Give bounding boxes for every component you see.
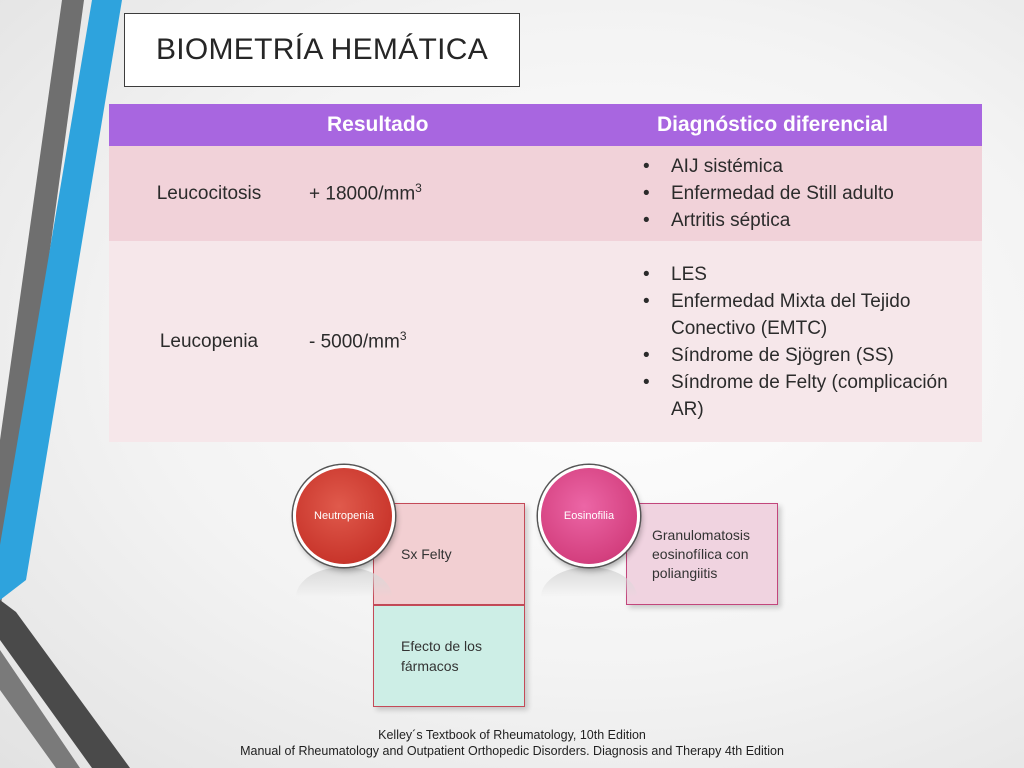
neutropenia-item-box: Sx Felty xyxy=(373,503,525,605)
eosinofilia-item-label: Granulomatosis eosinofílica con poliangi… xyxy=(652,526,751,581)
eosinofilia-item-box: Granulomatosis eosinofílica con poliangi… xyxy=(626,503,778,605)
value-superscript: 3 xyxy=(415,181,422,196)
list-item: Artritis séptica xyxy=(639,207,982,234)
table-row: Leucopenia - 5000/mm3 LES Enfermedad Mix… xyxy=(109,241,982,442)
differential-cell: AIJ sistémica Enfermedad de Still adulto… xyxy=(639,146,982,241)
table-row: Leucocitosis + 18000/mm3 AIJ sistémica E… xyxy=(109,146,982,241)
list-item: Enfermedad de Still adulto xyxy=(639,180,982,207)
differential-list: LES Enfermedad Mixta del Tejido Conectiv… xyxy=(639,261,982,423)
neutropenia-item-label: Efecto de los fármacos xyxy=(401,638,482,674)
differential-list: AIJ sistémica Enfermedad de Still adulto… xyxy=(639,153,982,234)
value-superscript: 3 xyxy=(399,329,407,344)
list-item: Síndrome de Sjögren (SS) xyxy=(639,342,982,369)
eosinofilia-circle: Eosinofilia xyxy=(538,465,640,567)
value-text: + 18000/mm xyxy=(309,183,416,205)
slide-title: BIOMETRÍA HEMÁTICA xyxy=(124,13,520,87)
reference-line: Kelley´s Textbook of Rheumatology, 10th … xyxy=(378,728,646,742)
list-item: AIJ sistémica xyxy=(639,153,982,180)
value-cell: - 5000/mm3 xyxy=(309,241,639,442)
value-text: - 5000/mm xyxy=(309,331,400,353)
differential-cell: LES Enfermedad Mixta del Tejido Conectiv… xyxy=(639,241,982,442)
results-table: Resultado Diagnóstico diferencial Leucoc… xyxy=(109,104,982,442)
value-cell: + 18000/mm3 xyxy=(309,146,639,241)
neutropenia-item-box: Efecto de los fármacos xyxy=(373,605,525,707)
neutropenia-circle: Neutropenia xyxy=(293,465,395,567)
decorative-stripes xyxy=(0,0,130,768)
reference-line: Manual of Rheumatology and Outpatient Or… xyxy=(240,744,784,758)
eosinofilia-reflection xyxy=(541,567,637,597)
header-differential: Diagnóstico diferencial xyxy=(639,104,982,146)
condition-cell: Leucopenia xyxy=(109,241,309,442)
list-item: Enfermedad Mixta del Tejido Conectivo (E… xyxy=(639,288,982,342)
list-item: LES xyxy=(639,261,982,288)
eosinofilia-label: Eosinofilia xyxy=(563,510,615,522)
condition-cell: Leucocitosis xyxy=(109,146,309,241)
neutropenia-item-label: Sx Felty xyxy=(401,546,452,562)
list-item: Síndrome de Felty (complicación AR) xyxy=(639,369,982,423)
header-result: Resultado xyxy=(109,104,639,146)
neutropenia-label: Neutropenia xyxy=(314,510,374,522)
references: Kelley´s Textbook of Rheumatology, 10th … xyxy=(0,727,1024,759)
table-header-row: Resultado Diagnóstico diferencial xyxy=(109,104,982,146)
